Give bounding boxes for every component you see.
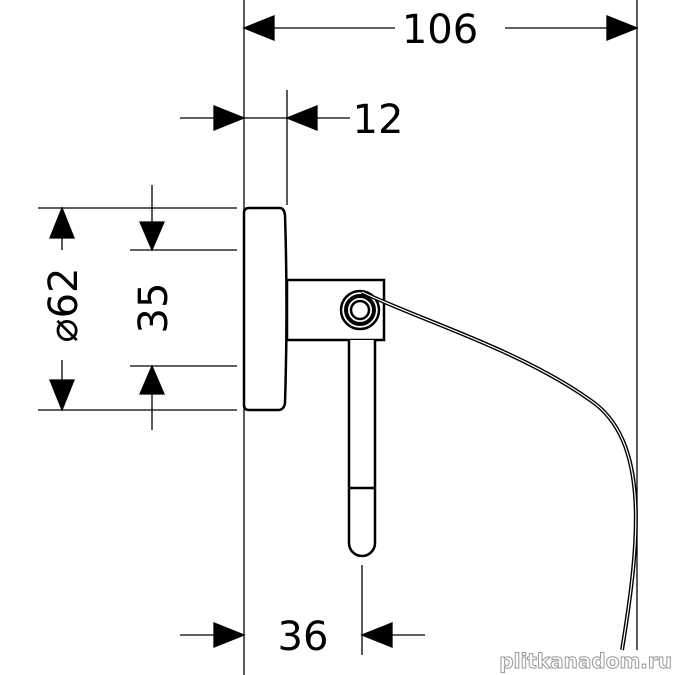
hook-rod xyxy=(347,340,377,558)
dim-35: 35 xyxy=(131,283,177,334)
dim-12: 12 xyxy=(353,97,404,143)
dim-36: 36 xyxy=(278,614,329,660)
wire-loop xyxy=(361,290,638,651)
wall-plate xyxy=(242,206,288,412)
dim-106: 106 xyxy=(402,7,478,53)
towel-hook xyxy=(242,206,638,651)
watermark: plitkanadom.ru xyxy=(499,649,672,673)
dimension-lines xyxy=(49,15,639,648)
dim-diameter-62: ⌀62 xyxy=(41,268,87,343)
